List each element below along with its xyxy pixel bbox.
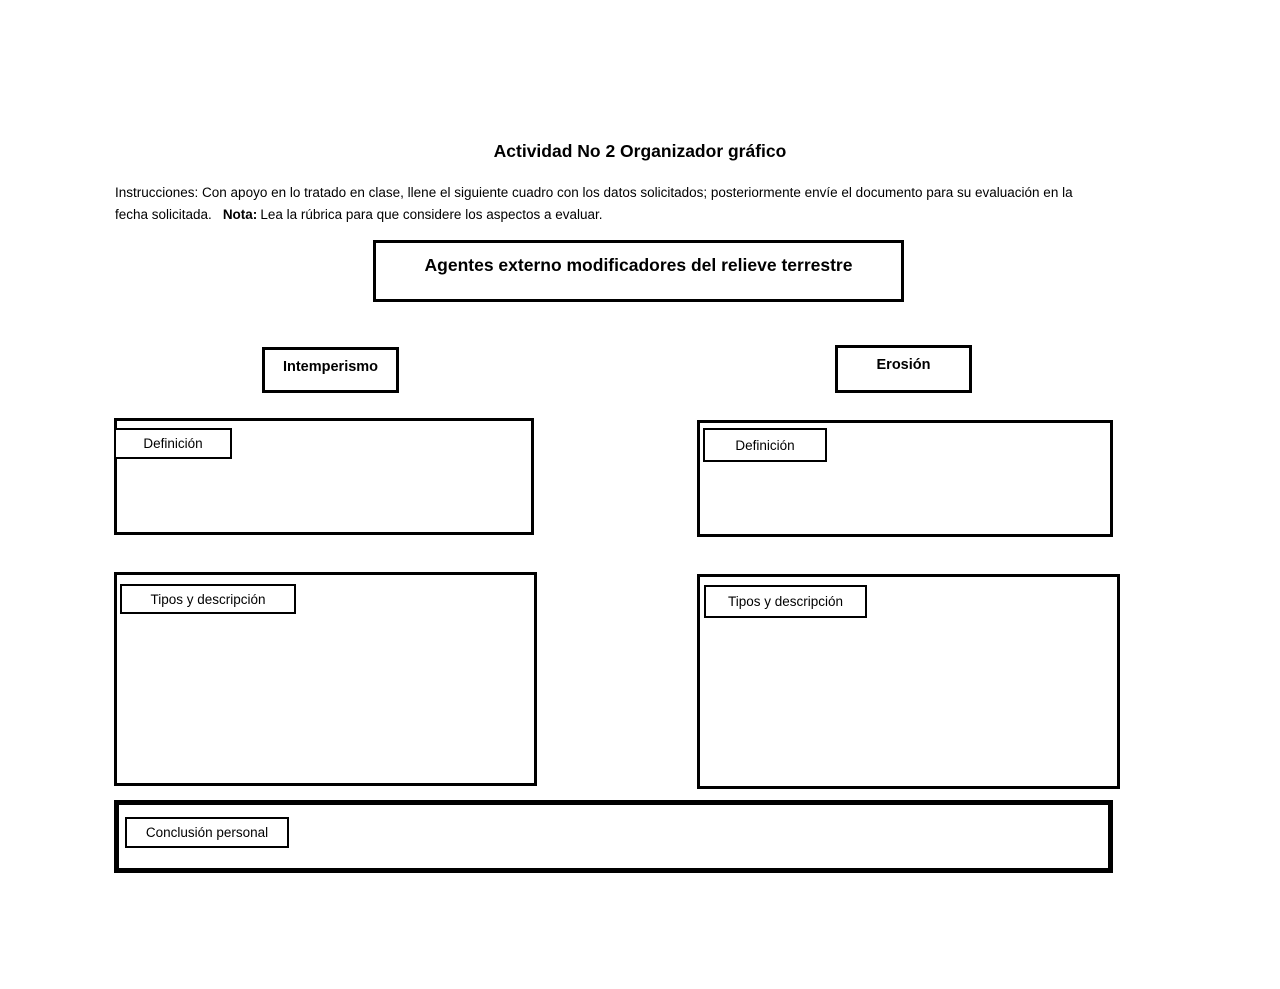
- types-fill-area-intemperismo[interactable]: Tipos y descripción: [114, 572, 537, 786]
- definition-label-intemperismo: Definición: [114, 428, 232, 459]
- instructions-line2-end: Lea la rúbrica para que considere los as…: [260, 206, 603, 222]
- instructions-line1: Instrucciones: Con apoyo en lo tratado e…: [115, 185, 1073, 200]
- main-heading-box: Agentes externo modificadores del reliev…: [373, 240, 904, 302]
- nota-label: Nota:: [222, 206, 258, 222]
- branch-heading-intemperismo: Intemperismo: [262, 347, 399, 393]
- instructions-line2: fecha solicitada. Nota:Lea la rúbrica par…: [115, 204, 1180, 226]
- instructions-line2-start: fecha solicitada.: [115, 206, 212, 222]
- conclusion-fill-area[interactable]: Conclusión personal: [114, 800, 1113, 873]
- branch-heading-erosion: Erosión: [835, 345, 972, 393]
- definition-fill-area-erosion[interactable]: Definición: [697, 420, 1113, 537]
- instructions-paragraph: Instrucciones: Con apoyo en lo tratado e…: [115, 182, 1180, 225]
- conclusion-label: Conclusión personal: [125, 817, 289, 848]
- definition-fill-area-intemperismo[interactable]: Definición: [114, 418, 534, 535]
- types-label-intemperismo: Tipos y descripción: [120, 584, 296, 614]
- types-fill-area-erosion[interactable]: Tipos y descripción: [697, 574, 1120, 789]
- page-title: Actividad No 2 Organizador gráfico: [493, 141, 787, 161]
- definition-label-erosion: Definición: [703, 428, 827, 462]
- types-label-erosion: Tipos y descripción: [704, 585, 867, 618]
